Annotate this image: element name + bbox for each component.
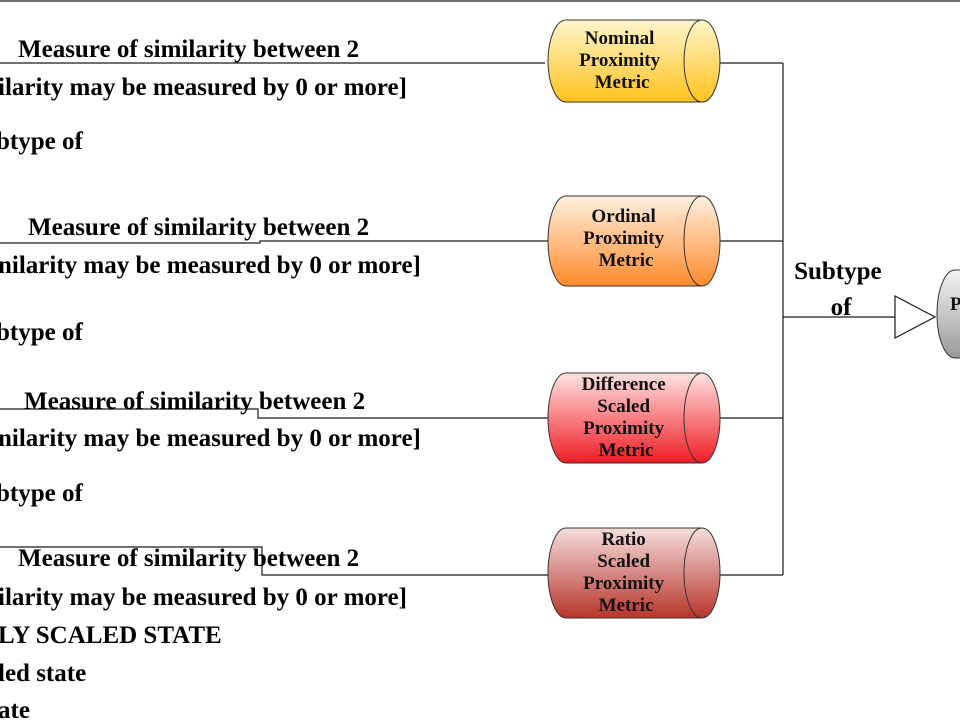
cylinder-ordinal-label: Ordinal Proximity Metric (583, 206, 669, 271)
measure-label-ordinal: Measure of similarity between 2 (28, 214, 369, 241)
cylinder-ordinal: Ordinal Proximity Metric (547, 195, 721, 287)
subtype-of-right-label: Subtype of (794, 258, 888, 321)
connector-difference-left (0, 408, 552, 419)
right-connectors (702, 62, 937, 576)
measure-label-ratio: Measure of similarity between 2 (18, 545, 359, 572)
cylinder-ratio-end (683, 527, 703, 619)
cylinder-ratio-line-2: Scaled (597, 551, 650, 572)
cardinality-label-difference: nilarity may be measured by 0 or more] (0, 425, 421, 452)
connector-ratio-left (0, 546, 550, 576)
cylinder-ordinal-line-1: Ordinal (591, 206, 655, 227)
bottom-line-3: ate (0, 697, 30, 720)
cylinder-parent-label: P (950, 294, 960, 315)
cylinder-ratio: Ratio Scaled Proximity Metric (547, 527, 721, 619)
cylinder-ratio-line-3: Proximity (583, 573, 664, 594)
measure-label-nominal: Measure of similarity between 2 (18, 36, 359, 63)
cylinder-ordinal-end (683, 195, 703, 287)
cylinder-nominal-line-1: Nominal (585, 28, 655, 49)
cylinder-ordinal-line-3: Metric (599, 250, 654, 271)
connector-ordinal-left (0, 240, 550, 244)
left-connectors (0, 62, 552, 576)
cylinder-difference-line-1: Difference (582, 374, 666, 395)
subtype-of-right-line-1: Subtype (794, 258, 882, 285)
cylinder-difference-label: Difference Scaled Proximity Metric (582, 374, 671, 461)
cylinder-difference-line-4: Metric (599, 440, 654, 461)
subtype-arrowhead (894, 295, 937, 339)
cylinder-ordinal-line-2: Proximity (583, 228, 664, 249)
metric-cylinders: Nominal Proximity Metric Ordinal Proximi… (547, 19, 960, 619)
cardinality-label-nominal: ilarity may be measured by 0 or more] (0, 74, 407, 101)
subtype-of-left-1: btype of (0, 128, 83, 155)
cylinder-nominal-label: Nominal Proximity Metric (579, 28, 665, 93)
cylinder-parent: P (936, 269, 960, 359)
cylinder-nominal: Nominal Proximity Metric (547, 19, 721, 103)
cylinder-nominal-line-3: Metric (595, 72, 650, 93)
cardinality-label-ratio: ilarity may be measured by 0 or more] (0, 584, 407, 611)
cylinder-nominal-end (683, 19, 703, 103)
cylinder-difference-line-2: Scaled (597, 396, 650, 417)
cylinder-nominal-line-2: Proximity (579, 50, 660, 71)
cylinder-ratio-line-1: Ratio (601, 529, 645, 550)
subtype-of-left-2: btype of (0, 319, 83, 346)
measure-label-difference: Measure of similarity between 2 (24, 388, 365, 415)
subtype-of-right-line-2: of (831, 294, 853, 321)
cylinder-difference-end (683, 372, 703, 464)
cylinder-difference-line-3: Proximity (583, 418, 664, 439)
cardinality-label-ordinal: nilarity may be measured by 0 or more] (0, 252, 421, 279)
cylinder-ratio-label: Ratio Scaled Proximity Metric (583, 529, 669, 616)
cylinder-difference: Difference Scaled Proximity Metric (547, 372, 721, 464)
bottom-line-2: led state (0, 660, 86, 687)
bottom-line-1: LY SCALED STATE (0, 622, 222, 649)
subtype-of-left-3: btype of (0, 480, 83, 507)
cylinder-ratio-line-4: Metric (599, 595, 654, 616)
cylinder-parent-body (936, 269, 960, 359)
